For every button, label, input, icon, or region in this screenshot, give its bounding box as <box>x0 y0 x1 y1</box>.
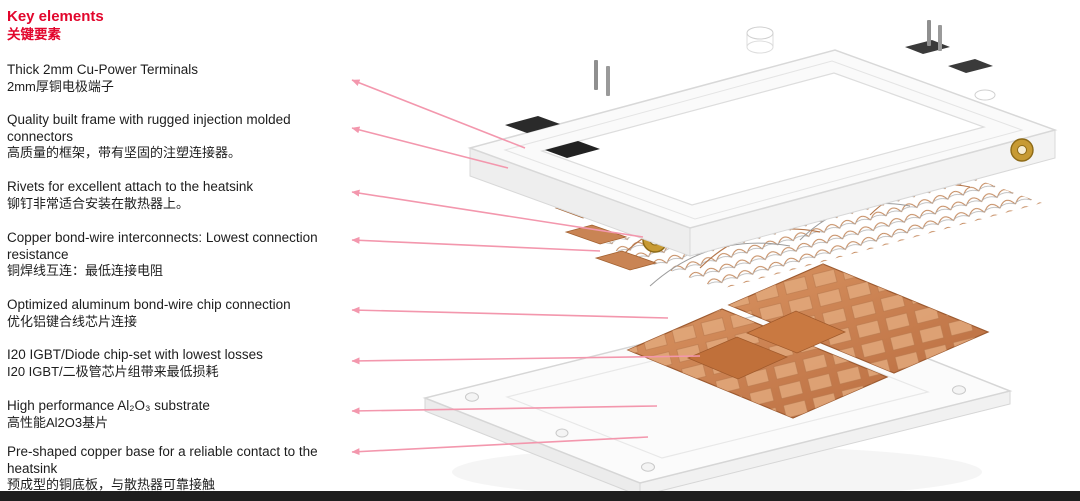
callout-text-en: I20 IGBT/Diode chip-set with lowest loss… <box>7 347 263 362</box>
igbt-chip <box>686 336 789 380</box>
callout-arrow-rivets <box>351 189 644 238</box>
bottom-bar <box>0 491 1080 501</box>
callout-arrow-chipset <box>351 355 701 365</box>
module-housing <box>467 20 1058 257</box>
callout-text-en: Copper bond-wire interconnects: Lowest c… <box>7 230 318 262</box>
callout-arrow-terminals <box>351 79 526 149</box>
housing-brass-insert-icon <box>1010 138 1034 162</box>
callout-arrow-frame <box>351 126 509 169</box>
callout-text-en: Pre-shaped copper base for a reliable co… <box>7 444 318 476</box>
callout-text-en: Thick 2mm Cu-Power Terminals <box>7 62 199 77</box>
callout-item-frame: Quality built frame with rugged injectio… <box>7 112 355 162</box>
terminal-pins <box>594 20 942 96</box>
callout-text-zh: 高质量的框架，带有坚固的注塑连接器。 <box>7 145 242 160</box>
callout-text-zh: 预成型的铜底板，与散热器可靠接触 <box>7 477 216 492</box>
callout-text-en: Quality built frame with rugged injectio… <box>7 112 291 144</box>
callout-text-zh: 铆钉非常适合安装在散热器上。 <box>7 195 190 211</box>
callout-arrow-substrate <box>351 405 658 415</box>
page-title: Key elements 关键要素 <box>7 8 104 43</box>
page-title-en: Key elements <box>7 8 104 25</box>
callout-text-en: Optimized aluminum bond-wire chip connec… <box>7 297 291 312</box>
callout-arrow-copper-bondwire <box>351 236 601 252</box>
callout-item-substrate: High performance Al₂O₃ substrate 高性能Al2O… <box>7 398 355 431</box>
chip-substrate-plates <box>626 263 990 419</box>
callout-text-zh: I20 IGBT/二极管芯片组带来最低损耗 <box>7 363 219 379</box>
callout-arrow-copper-base <box>351 436 649 456</box>
callout-item-copper-base: Pre-shaped copper base for a reliable co… <box>7 444 355 494</box>
callout-item-rivets: Rivets for excellent attach to the heats… <box>7 179 355 212</box>
callout-item-terminals: Thick 2mm Cu-Power Terminals 2mm厚铜电极端子 <box>7 62 355 95</box>
callout-text-zh: 2mm厚铜电极端子 <box>7 78 114 94</box>
callout-text-zh: 优化铝键合线芯片连接 <box>7 313 138 329</box>
callout-arrows <box>351 79 701 456</box>
callout-arrow-aluminum-bondwire <box>351 306 669 319</box>
callout-text-zh: 铜焊线互连：最低连接电阻 <box>7 263 164 278</box>
callout-text-en: High performance Al₂O₃ substrate <box>7 398 210 413</box>
callout-text-en: Rivets for excellent attach to the heats… <box>7 179 254 194</box>
callout-item-chipset: I20 IGBT/Diode chip-set with lowest loss… <box>7 347 355 380</box>
callout-item-aluminum-bondwire: Optimized aluminum bond-wire chip connec… <box>7 297 355 330</box>
diode-chip <box>745 310 847 354</box>
screw-bosses <box>746 26 996 101</box>
page-title-zh: 关键要素 <box>7 27 61 42</box>
callout-text-zh: 高性能Al2O3基片 <box>7 414 109 430</box>
callout-item-copper-bondwire: Copper bond-wire interconnects: Lowest c… <box>7 230 355 280</box>
